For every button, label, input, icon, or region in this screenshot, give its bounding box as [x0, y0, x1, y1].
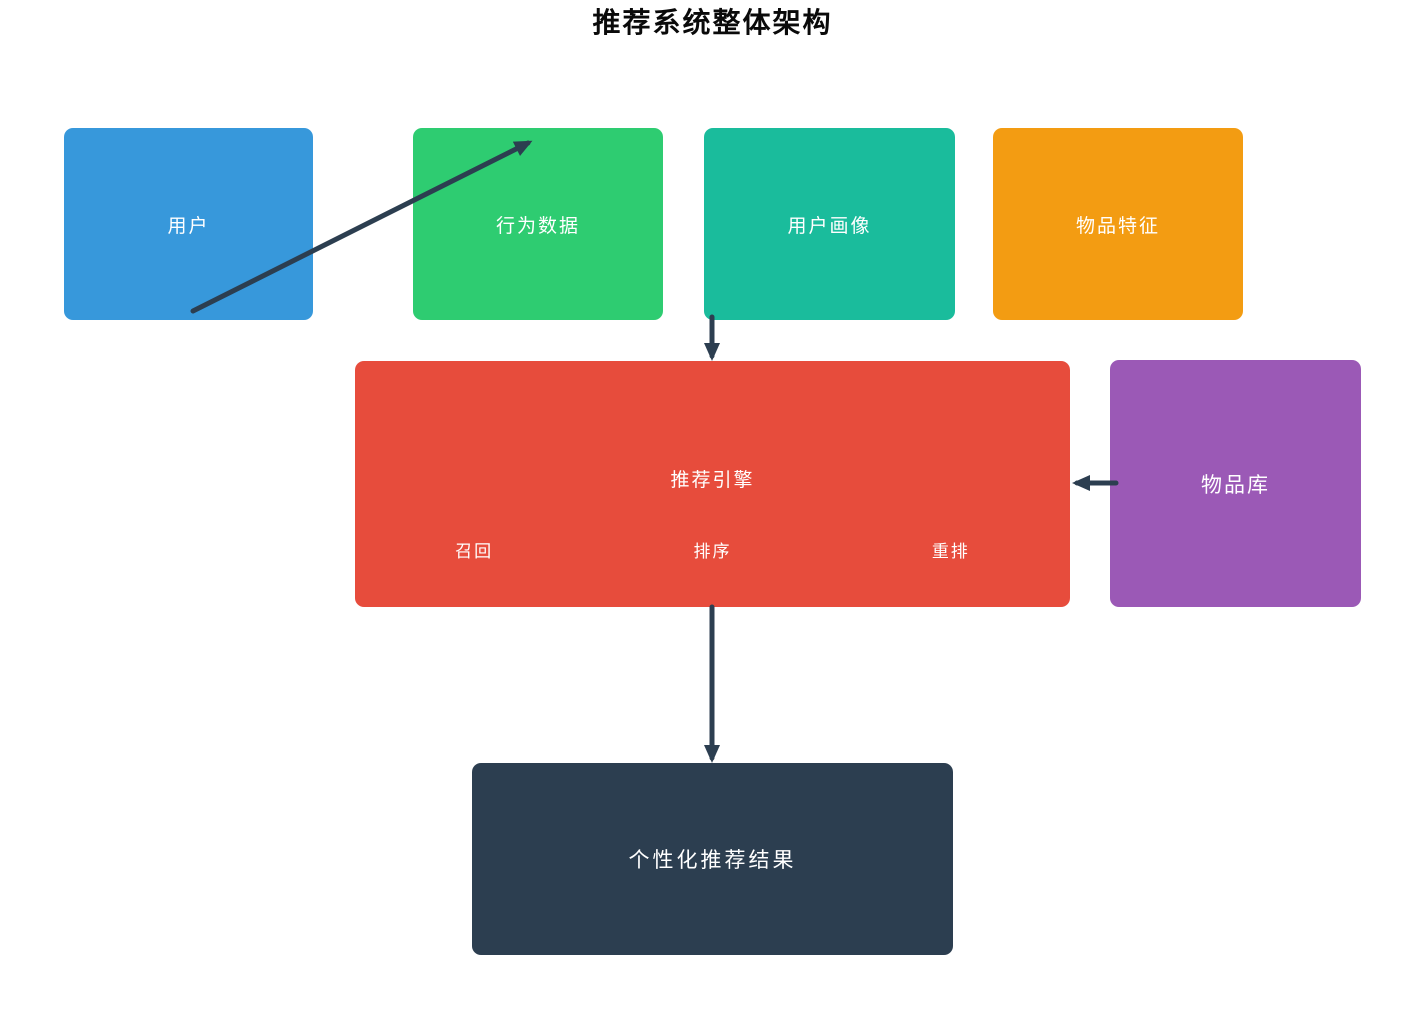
node-user-label: 用户	[167, 215, 210, 237]
engine-stage-rerank: 重排	[931, 542, 970, 561]
node-item-features: 物品特征	[993, 128, 1243, 320]
node-user-profile-label: 用户画像	[787, 215, 872, 237]
node-user-profile: 用户画像	[704, 128, 955, 320]
engine-stage-ranking: 排序	[693, 542, 732, 561]
node-behavior-data: 行为数据	[413, 128, 663, 320]
node-item-features-label: 物品特征	[1075, 215, 1160, 237]
diagram-title: 推荐系统整体架构	[592, 7, 833, 38]
node-item-pool-label: 物品库	[1201, 473, 1270, 497]
node-user: 用户	[64, 128, 313, 320]
node-item-pool: 物品库	[1110, 360, 1361, 607]
node-recommendation-engine: 推荐引擎 召回 排序 重排	[355, 361, 1070, 607]
node-personalized-result: 个性化推荐结果	[472, 763, 953, 955]
node-recommendation-engine-label: 推荐引擎	[670, 470, 755, 491]
engine-stage-recall: 召回	[455, 542, 494, 561]
node-behavior-data-label: 行为数据	[495, 215, 580, 237]
engine-stages-row: 召回 排序 重排	[355, 539, 1070, 565]
node-personalized-result-label: 个性化推荐结果	[628, 849, 797, 872]
